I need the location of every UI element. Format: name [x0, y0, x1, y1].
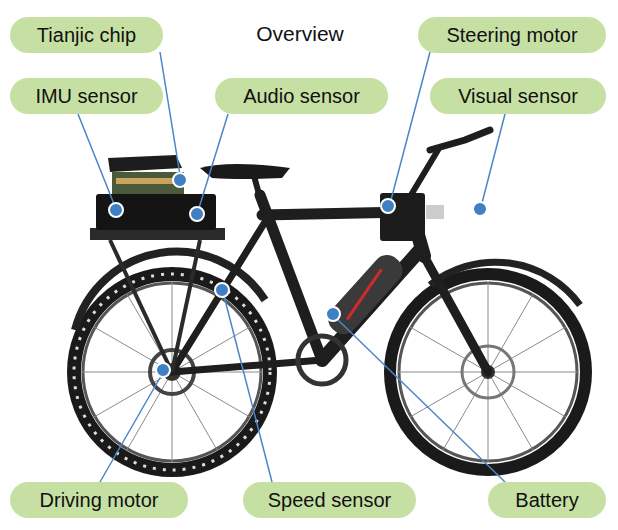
- saddle: [200, 164, 290, 179]
- marker-dots: [109, 173, 487, 377]
- part-name: Driving motor: [40, 489, 159, 512]
- label-pill: Speed sensor: [243, 482, 416, 518]
- label-pill: Steering motor: [418, 17, 606, 53]
- part-name: IMU sensor: [35, 85, 137, 108]
- part-name: Speed sensor: [268, 489, 391, 512]
- battery-pack: [322, 249, 408, 340]
- label-pill: Driving motor: [10, 482, 188, 518]
- leader-lines: [78, 52, 505, 482]
- part-name: Tianjic chip: [37, 24, 136, 47]
- diagram-title: Overview: [256, 22, 344, 46]
- part-name: Steering motor: [446, 24, 577, 47]
- chainring: [298, 336, 346, 384]
- label-pill: Audio sensor: [215, 78, 388, 114]
- camera: [426, 205, 444, 219]
- part-name: Visual sensor: [458, 85, 578, 108]
- label-pill: IMU sensor: [10, 78, 163, 114]
- label-pill: Visual sensor: [430, 78, 606, 114]
- steering-box: [380, 193, 425, 241]
- part-name: Battery: [515, 489, 578, 512]
- label-pill: Battery: [488, 482, 606, 518]
- label-pill: Tianjic chip: [10, 17, 163, 53]
- part-name: Audio sensor: [243, 85, 360, 108]
